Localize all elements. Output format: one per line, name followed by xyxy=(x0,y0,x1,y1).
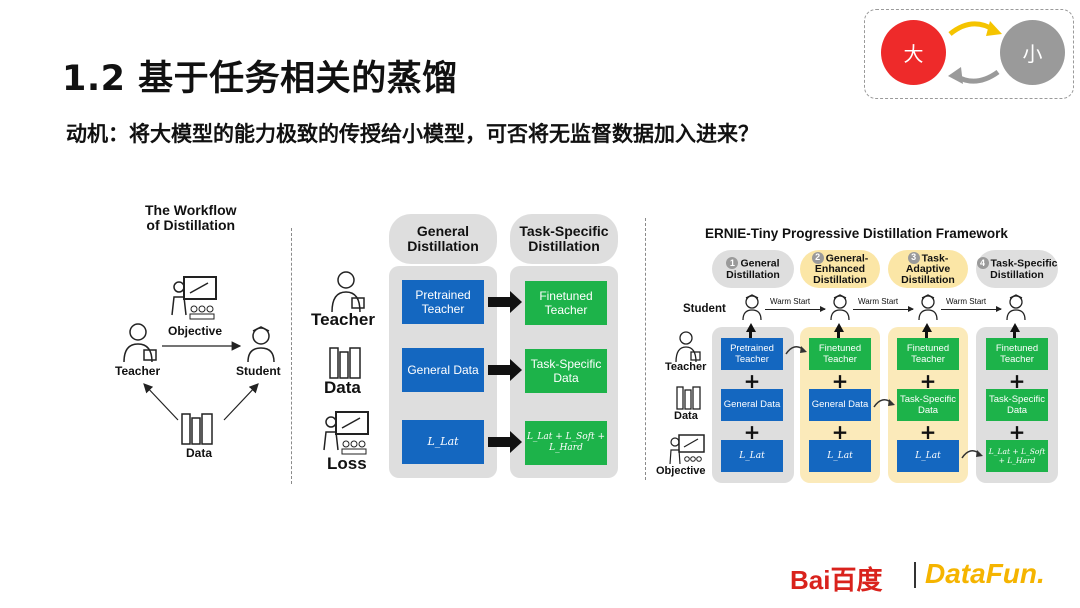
stage-1-teacher-box: Pretrained Teacher xyxy=(721,338,783,370)
stage-3-plus-1: + xyxy=(919,369,937,393)
general-distillation-header: General Distillation xyxy=(389,214,497,264)
ernie-title: ERNIE-Tiny Progressive Distillation Fram… xyxy=(705,226,1008,241)
warm-start-arrow-3 xyxy=(941,306,1002,312)
ernie-objective-label: Objective xyxy=(656,465,706,477)
stage-2-data-box: General Data xyxy=(809,389,871,421)
divider-left xyxy=(291,228,292,484)
big-model-badge: 大 xyxy=(881,20,946,85)
arrow-loss xyxy=(488,431,522,453)
page-title: 1.2 基于任务相关的蒸馏 xyxy=(62,59,458,99)
loss-lat-box: L_Lat xyxy=(402,420,484,464)
stage-3-data-box: Task-Specific Data xyxy=(897,389,959,421)
stage-3-teacher-box: Finetuned Teacher xyxy=(897,338,959,370)
teacher-person-icon-right xyxy=(675,331,701,363)
stage-1-plus-2: + xyxy=(743,420,761,444)
swap-arrows-icon xyxy=(948,21,1002,84)
up-arrow-3 xyxy=(922,323,932,332)
workflow-student-label: Student xyxy=(236,364,281,378)
stage-4-loss-box: L_Lat + L_Soft + L_Hard xyxy=(986,440,1048,472)
curved-arrow-icon-1 xyxy=(785,346,807,355)
stage-2-teacher-box: Finetuned Teacher xyxy=(809,338,871,370)
general-data-box: General Data xyxy=(402,348,484,392)
stage-3-loss-box: L_Lat xyxy=(897,440,959,472)
page-subtitle: 动机：将大模型的能力极致的传授给小模型，可否将无监督数据加入进来？ xyxy=(66,122,759,146)
stage-2-loss-box: L_Lat xyxy=(809,440,871,472)
workflow-teacher-label: Teacher xyxy=(115,364,161,378)
warm-start-arrow-2 xyxy=(853,306,914,312)
task-specific-data-box: Task-Specific Data xyxy=(525,349,607,393)
student-icon-2 xyxy=(830,294,850,321)
curved-arrow-icon-2 xyxy=(873,399,895,408)
ernie-data-label: Data xyxy=(674,410,698,422)
student-icon-1 xyxy=(742,294,762,321)
task-specific-distillation-header: Task-Specific Distillation xyxy=(510,214,618,264)
student-icon xyxy=(247,326,275,363)
row-loss-label: Loss xyxy=(327,454,367,473)
logo-separator xyxy=(914,562,916,588)
stage-2-plus-1: + xyxy=(831,369,849,393)
stage-1-loss-box: L_Lat xyxy=(721,440,783,472)
presenter-icon xyxy=(171,276,217,320)
student-icon-3 xyxy=(918,294,938,321)
workflow-data-label: Data xyxy=(186,446,213,460)
workflow-arrows xyxy=(143,341,259,421)
books-icon xyxy=(181,413,213,445)
warm-start-label-3: Warm Start xyxy=(946,297,987,306)
ernie-teacher-label: Teacher xyxy=(665,361,707,373)
stage-2-plus-2: + xyxy=(831,420,849,444)
up-arrow-4 xyxy=(1010,323,1020,332)
row-data-label: Data xyxy=(324,378,361,397)
books-icon-right xyxy=(676,386,701,410)
arrow-teacher xyxy=(488,291,522,313)
stage-4-plus-2: + xyxy=(1008,420,1026,444)
stage-1-plus-1: + xyxy=(743,369,761,393)
workflow-objective-label: Objective xyxy=(168,324,223,338)
size-toggle-frame xyxy=(864,9,1074,99)
stage-4-plus-1: + xyxy=(1008,369,1026,393)
datafun-logo: DataFun. xyxy=(925,558,1045,589)
divider-right xyxy=(645,218,646,480)
loss-combo-box: L_Lat + L_Soft + L_Hard xyxy=(525,421,607,465)
up-arrow-2 xyxy=(834,323,844,332)
warm-start-label-2: Warm Start xyxy=(858,297,899,306)
ernie-student-label: Student xyxy=(683,303,726,315)
stage-1-data-box: General Data xyxy=(721,389,783,421)
stage-4-teacher-box: Finetuned Teacher xyxy=(986,338,1048,370)
warm-start-arrow-1 xyxy=(765,306,826,312)
pretrained-teacher-box: Pretrained Teacher xyxy=(402,280,484,324)
teacher-person-icon-mid xyxy=(331,271,365,313)
row-teacher-label: Teacher xyxy=(311,310,375,329)
warm-start-label-1: Warm Start xyxy=(770,297,811,306)
small-model-badge: 小 xyxy=(1000,20,1065,85)
baidu-logo: Bai百度 xyxy=(790,565,883,595)
presenter-icon-right xyxy=(669,434,705,465)
workflow-title: The Workflow of Distillation xyxy=(145,202,237,233)
teacher-person-icon xyxy=(123,323,157,363)
student-icon-4 xyxy=(1006,294,1026,321)
books-icon-mid xyxy=(329,347,361,379)
finetuned-teacher-box: Finetuned Teacher xyxy=(525,281,607,325)
stage-3-plus-2: + xyxy=(919,420,937,444)
up-arrow-1 xyxy=(746,323,756,332)
arrow-data xyxy=(488,359,522,381)
presenter-icon-mid xyxy=(323,411,369,455)
curved-arrow-icon-3 xyxy=(961,450,983,459)
stage-4-data-box: Task-Specific Data xyxy=(986,389,1048,421)
